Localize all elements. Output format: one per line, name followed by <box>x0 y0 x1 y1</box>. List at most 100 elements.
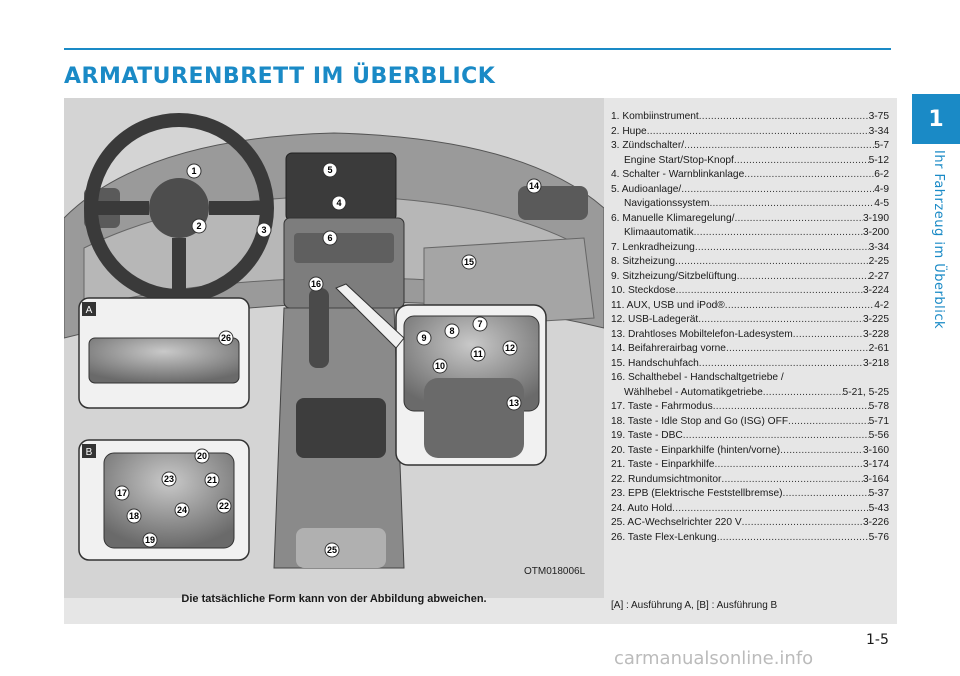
callout-21: 21 <box>204 472 220 488</box>
item-label: Navigationssystem <box>624 198 710 209</box>
list-item: 18. Taste - Idle Stop and Go (ISG) OFF5-… <box>611 415 889 430</box>
list-item: 19. Taste - DBC5-56 <box>611 429 889 444</box>
list-item: 11. AUX, USB und iPod®4-2 <box>611 299 889 314</box>
callout-20: 20 <box>194 448 210 464</box>
item-label: 3. Zündschalter/ <box>611 140 685 151</box>
page-ref: 2-61 <box>868 343 889 354</box>
item-label: Engine Start/Stop-Knopf <box>624 154 734 166</box>
page-ref: 3-164 <box>862 473 889 485</box>
callout-number: 21 <box>207 475 217 485</box>
page-ref: 5-76 <box>868 531 889 543</box>
callout-marker <box>191 218 207 234</box>
page-number: 1-5 <box>866 632 889 648</box>
component-list: 1. Kombiinstrument3-75 2. Hupe3-34 3. Zü… <box>611 110 889 545</box>
list-item-continued: Engine Start/Stop-Knopf 5-12 <box>611 154 889 169</box>
leader-dots <box>710 197 875 212</box>
callout-marker <box>174 502 190 518</box>
callout-17: 17 <box>114 485 130 501</box>
callout-26: 26 <box>218 330 234 346</box>
callout-number: 7 <box>477 319 482 329</box>
page-ref: 3-34 <box>868 241 889 253</box>
callout-23: 23 <box>161 471 177 487</box>
callout-marker <box>444 323 460 339</box>
list-item: 2. Hupe3-34 <box>611 125 889 140</box>
list-item: 3. Zündschalter/5-7 <box>611 139 889 154</box>
page-ref: 3-218 <box>862 357 889 369</box>
page-ref: 5-43 <box>868 502 889 514</box>
item-label: 16. Schalthebel - Handschaltgetriebe / <box>611 372 784 383</box>
callout-marker <box>470 346 486 362</box>
callout-15: 15 <box>461 254 477 270</box>
page-ref: 5-7 <box>874 140 889 151</box>
version-note: [A] : Ausführung A, [B] : Ausführung B <box>611 600 778 611</box>
leader-dots <box>681 183 874 198</box>
callout-8: 8 <box>444 323 460 339</box>
item-label: 13. Drahtloses Mobiltelefon-Ladesystem <box>611 328 793 340</box>
callout-3: 3 <box>256 222 272 238</box>
callout-number: 15 <box>464 257 474 267</box>
figure-code: OTM018006L <box>524 566 586 577</box>
item-label: 14. Beifahrerairbag vorne <box>611 343 726 354</box>
callout-marker <box>461 254 477 270</box>
callout-6: 6 <box>322 230 338 246</box>
callout-number: 23 <box>164 474 174 484</box>
header-rule <box>64 48 891 50</box>
list-item: 1. Kombiinstrument3-75 <box>611 110 889 125</box>
callout-marker <box>114 485 130 501</box>
callout-22: 22 <box>216 498 232 514</box>
leader-dots <box>726 342 869 357</box>
callout-marker <box>324 542 340 558</box>
page-ref: 5-37 <box>868 488 889 499</box>
item-label: 24. Auto Hold <box>611 502 673 514</box>
callout-marker <box>502 340 518 356</box>
list-item: 21. Taste - Einparkhilfe3-174 <box>611 458 889 473</box>
list-item: 6. Manuelle Klimaregelung/3-190 <box>611 212 889 227</box>
item-label: 15. Handschuhfach <box>611 357 699 369</box>
callout-number: 19 <box>145 535 155 545</box>
list-item: 10. Steckdose3-224 <box>611 284 889 299</box>
item-label: 19. Taste - DBC <box>611 430 683 441</box>
callout-marker <box>204 472 220 488</box>
callout-number: 4 <box>336 198 341 208</box>
callout-marker <box>142 532 158 548</box>
leader-dots <box>695 241 869 256</box>
leader-dots <box>717 531 869 546</box>
callout-number: 16 <box>311 279 321 289</box>
callout-group: 1 2 3 4 5 6 7 8 9 10 11 12 13 14 15 16 1… <box>114 162 542 558</box>
figure-caption: Die tatsächliche Form kann von der Abbil… <box>181 593 487 605</box>
callout-number: 10 <box>435 361 445 371</box>
callout-number: 14 <box>529 181 539 191</box>
list-item: 24. Auto Hold 5-43 <box>611 502 889 517</box>
page-ref: 4-2 <box>874 299 889 311</box>
callout-marker <box>186 163 202 179</box>
dashboard-illustration: A B 1 2 3 4 5 6 7 8 9 10 11 12 13 14 15 … <box>64 98 604 598</box>
leader-dots <box>788 415 869 430</box>
page-ref: 5-12 <box>868 154 889 166</box>
watermark: carmanualsonline.info <box>614 648 814 669</box>
leader-dots <box>780 444 863 459</box>
leader-dots <box>734 212 862 227</box>
leader-dots <box>683 429 869 444</box>
callout-number: 8 <box>449 326 454 336</box>
leader-dots <box>721 473 863 488</box>
callout-number: 11 <box>473 349 483 359</box>
leader-dots <box>676 284 863 299</box>
item-label: 20. Taste - Einparkhilfe (hinten/vorne) <box>611 444 781 456</box>
page-ref: 2-25 <box>868 256 889 267</box>
callout-10: 10 <box>432 358 448 374</box>
callout-marker <box>322 162 338 178</box>
callout-9: 9 <box>416 330 432 346</box>
callout-19: 19 <box>142 532 158 548</box>
item-label: 2. Hupe <box>611 125 647 137</box>
leader-dots <box>725 299 874 314</box>
callout-14: 14 <box>526 178 542 194</box>
callout-number: 24 <box>177 505 187 515</box>
callout-marker <box>526 178 542 194</box>
page-ref: 3-160 <box>862 444 889 456</box>
leader-dots <box>698 313 863 328</box>
leader-dots <box>714 458 862 473</box>
chapter-number-tab[interactable]: 1 <box>912 94 960 144</box>
callout-11: 11 <box>470 346 486 362</box>
list-item: 7. Lenkradheizung3-34 <box>611 241 889 256</box>
callout-marker <box>472 316 488 332</box>
